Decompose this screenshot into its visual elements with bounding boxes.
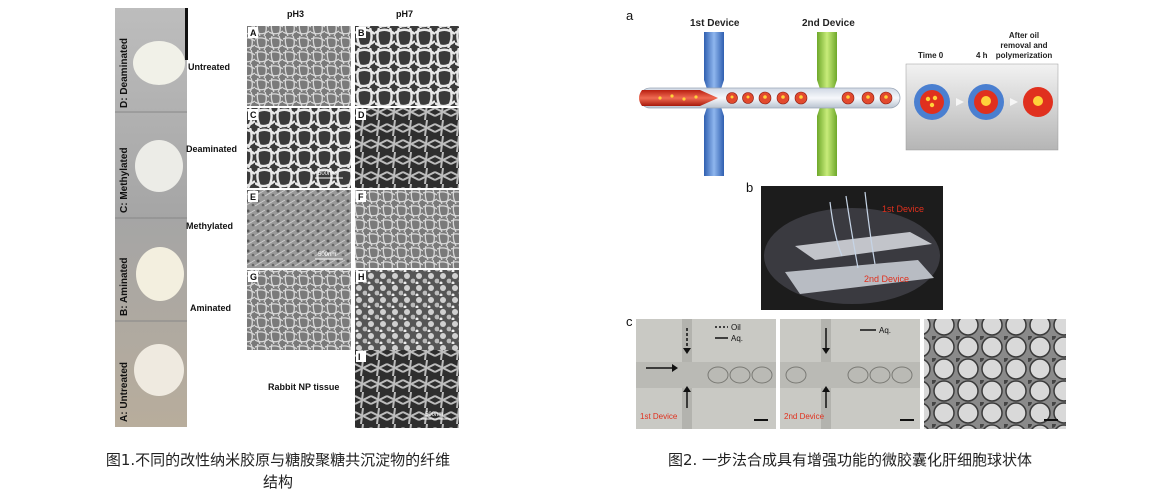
col-header-ph3: pH3 <box>287 9 304 19</box>
sem-panel-i <box>355 350 459 428</box>
sem-panel-a <box>247 26 351 106</box>
sem-panel-g <box>247 270 351 350</box>
legend-aq: Aq. <box>731 334 743 343</box>
sem-panel-e <box>247 190 351 268</box>
time4h-label: 4 h <box>976 51 988 60</box>
time0-label: Time 0 <box>918 51 944 60</box>
panel-label-b: b <box>746 180 753 195</box>
device1-label: 1st Device <box>690 18 740 29</box>
panel-letter-d: D <box>358 110 365 120</box>
sample-c-image <box>135 140 183 192</box>
legend-aq-2: Aq. <box>879 326 891 335</box>
sample-label-b: B: Aminated <box>119 257 130 316</box>
panel-letter-f: F <box>358 192 364 202</box>
sem-panel-h <box>355 270 459 350</box>
sample-d-image <box>133 41 185 85</box>
scale-bar-label-e: 500nm <box>318 252 336 258</box>
photo-device1-label: 1st Device <box>882 204 924 214</box>
micro-device2-label: 2nd Device <box>784 412 825 421</box>
scale-bar-label-i: 500nm <box>425 412 443 418</box>
micro-device1-label: 1st Device <box>640 412 678 421</box>
sem-panel-d <box>355 108 459 188</box>
after-oil-line3: polymerization <box>996 51 1053 60</box>
sample-a-image <box>134 344 184 396</box>
panel-letter-i: I <box>358 352 361 362</box>
panel-letter-a: A <box>250 28 257 38</box>
figure1-caption: 图1.不同的改性纳米胶原与糖胺聚糖共沉淀物的纤维 结构 <box>66 449 490 493</box>
panel-letter-b: B <box>358 28 365 38</box>
col-header-ph7: pH7 <box>396 9 413 19</box>
figure1-caption-line2: 结构 <box>262 473 293 491</box>
sem-panel-f <box>355 190 459 268</box>
sample-b-image <box>136 247 184 301</box>
after-oil-line2: removal and <box>1000 41 1047 50</box>
panel-label-c: c <box>626 314 633 329</box>
sample-label-c: C: Methylated <box>119 147 130 213</box>
row-label-aminated: Aminated <box>190 303 231 313</box>
after-oil-line1: After oil <box>1009 31 1039 40</box>
panel-letter-g: G <box>250 272 257 282</box>
figure2-panel: a 1st Device 2nd Device Time 0 4 h After… <box>626 8 1066 429</box>
sample-label-d: D: Deaminated <box>119 38 130 108</box>
sem-panel-c <box>247 108 351 188</box>
photo-device2-label: 2nd Device <box>864 274 909 284</box>
legend-oil: Oil <box>731 323 741 332</box>
figure1-panel: D: Deaminated C: Methylated B: Aminated … <box>115 8 459 428</box>
rabbit-np-label: Rabbit NP tissue <box>268 382 339 392</box>
row-label-untreated: Untreated <box>188 62 230 72</box>
inlet-stream <box>639 90 718 106</box>
row-label-deaminated: Deaminated <box>186 144 237 154</box>
micrograph-droplets <box>924 319 1066 429</box>
panel-letter-c: C <box>250 110 257 120</box>
row-label-methylated: Methylated <box>186 221 233 231</box>
panel-letter-e: E <box>250 192 256 202</box>
sample-label-a: A: Untreated <box>119 362 130 422</box>
figure2-caption: 图2. 一步法合成具有增强功能的微胶囊化肝细胞球状体 <box>667 451 1033 469</box>
device2-label: 2nd Device <box>802 18 855 29</box>
scale-bar-label-c: 500nm <box>318 171 336 177</box>
sem-panel-b <box>355 26 459 106</box>
panel-letter-h: H <box>358 272 365 282</box>
figure1-caption-line1: 图1.不同的改性纳米胶原与糖胺聚糖共沉淀物的纤维 <box>105 451 451 469</box>
panel-label-a: a <box>626 8 634 23</box>
